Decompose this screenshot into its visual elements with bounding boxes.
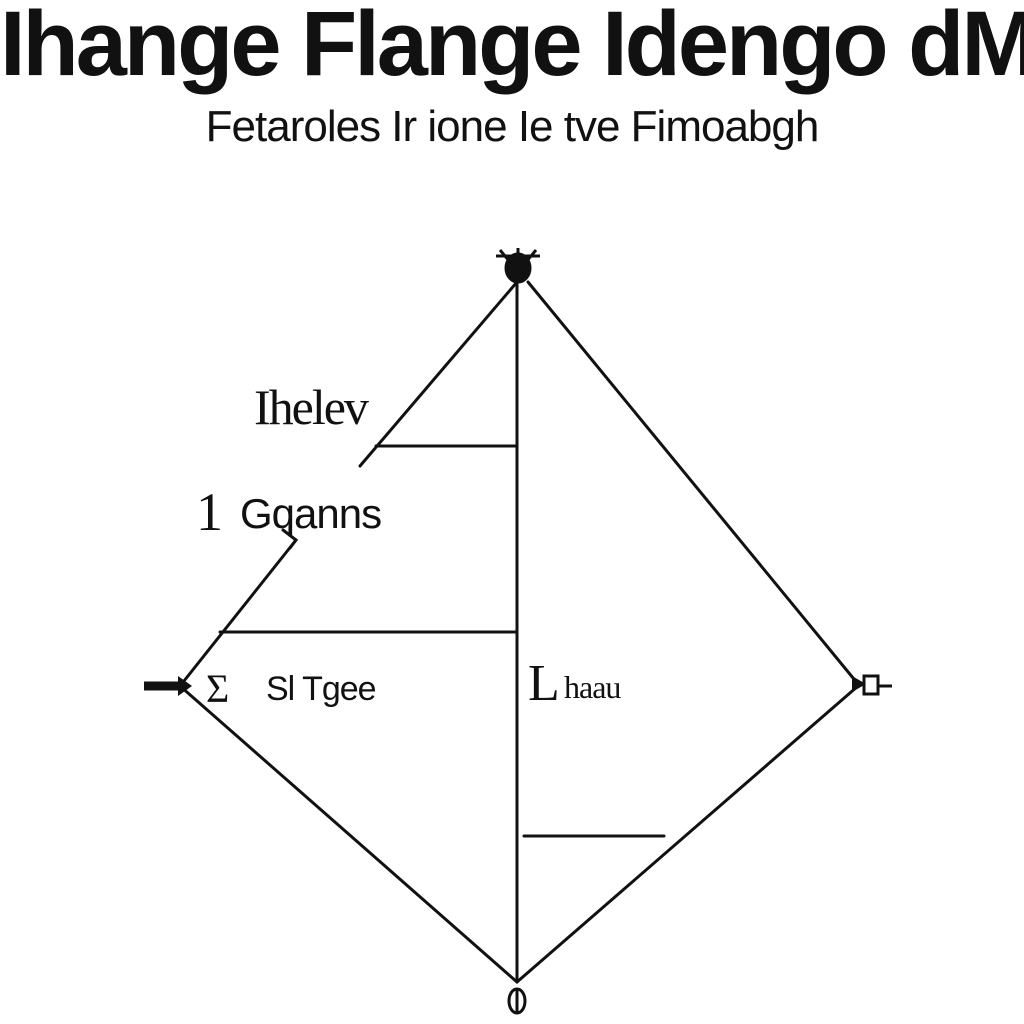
label-upper-left: Ihelev xyxy=(254,379,369,435)
edge-top-left xyxy=(358,280,519,468)
right-arrow-icon xyxy=(852,674,892,696)
tick-mark xyxy=(281,528,299,550)
edge-bottom-right xyxy=(515,684,860,984)
bottom-node-icon xyxy=(507,987,527,1015)
label-middle-left: Gqanns xyxy=(240,490,381,537)
page-title: Ihange Flange Idengo dM xyxy=(0,0,1024,95)
label-right-mark: L xyxy=(528,655,560,712)
left-arrow-icon xyxy=(144,676,192,696)
page-subtitle: Fetaroles Ir ione Ie tve Fimoabgh xyxy=(205,102,820,151)
top-node-icon xyxy=(496,248,540,284)
label-middle-number: 1 xyxy=(196,482,223,542)
edge-mid-left xyxy=(178,538,298,688)
edge-bottom-left xyxy=(178,684,519,984)
label-lower-left: Sl Tgee xyxy=(266,670,376,708)
label-lower-left-mark: Σ xyxy=(206,666,229,711)
edge-top-right xyxy=(526,280,860,686)
label-right: haau xyxy=(564,669,621,705)
